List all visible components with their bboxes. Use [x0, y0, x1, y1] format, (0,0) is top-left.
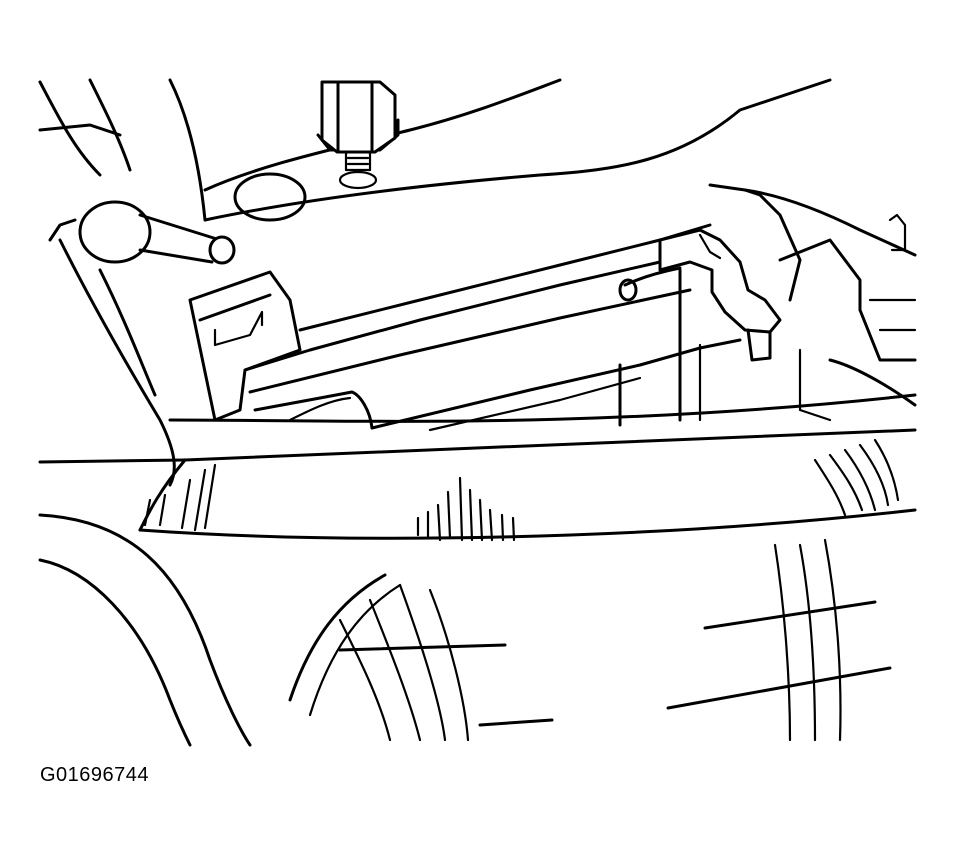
upper-panel [38, 78, 917, 257]
figure-id-label: G01696744 [40, 764, 150, 786]
crossmember-band [38, 393, 917, 542]
hex-fastener [320, 80, 397, 190]
access-hole [233, 172, 307, 222]
rail-assembly [188, 223, 742, 432]
left-pipe [48, 200, 236, 487]
right-housing [618, 188, 917, 427]
lower-wheel-area [38, 513, 892, 747]
